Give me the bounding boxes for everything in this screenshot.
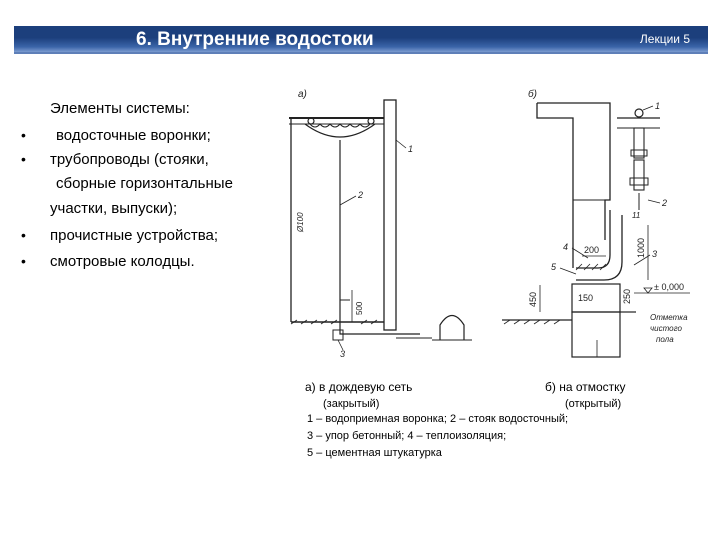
diagram-b-label: б) [528,88,537,100]
callout-2: 2 [357,190,363,200]
callout-1-leader [642,105,654,111]
bullet: • [21,127,26,143]
list-item-text: сборные горизонтальные [56,175,233,192]
wall-column [383,99,397,331]
foundation [571,311,621,358]
list-item-text: прочистные устройства; [50,227,219,244]
list-item: • смотровые колодцы. [0,252,290,276]
caption-a-title: а) в дождевую сеть [305,380,413,394]
funnel [304,123,376,138]
dim-pipe-diameter: Ø100 [296,212,305,233]
legend-line-3: 5 – цементная штукатурка [307,447,442,459]
callout-1: 1 [655,101,660,111]
outlet-pipe [339,328,420,335]
dim-450: 450 [528,292,538,307]
insulation-hatch [575,263,607,271]
elements-title: Элементы системы: [50,100,190,117]
diagram-a-label: а) [298,89,307,100]
callout-1-leader [395,139,407,149]
funnel-flange [367,117,375,125]
dim-200: 200 [584,245,599,255]
list-item-text: участки, выпуски); [50,200,178,217]
lecture-label: Лекции 5 [639,32,690,46]
caption-a-sub: (закрытый) [323,398,380,410]
callout-11: 11 [632,211,640,220]
callout-3-leader [633,254,651,266]
ground-hatch [503,319,561,325]
list-item-text: смотровые колодцы. [50,253,195,270]
list-item-text: трубопроводы (стояки, [50,151,209,168]
list-item: • трубопроводы (стояки, [0,150,290,174]
callout-2: 2 [661,198,667,208]
dim-500: 500 [355,301,364,315]
dim-150: 150 [578,293,593,303]
list-item-continuation: сборные горизонтальные [0,174,290,199]
diagram-b: б) 1 2 11 4 5 200 1000 [502,88,690,358]
pipe-socket [630,149,648,157]
list-item-text: водосточные воронки; [56,127,211,144]
legend-line-2: 3 – упор бетонный; 4 – теплоизоляция; [307,430,507,442]
dim-250: 250 [622,289,632,304]
wall-outline [537,102,611,128]
outlet-pipe [576,210,611,269]
pipe-socket [629,177,649,186]
callout-5-leader [559,267,577,275]
callout-3: 3 [340,349,345,359]
callout-1: 1 [408,144,413,154]
elements-list: • водосточные воронки; • трубопроводы (с… [0,126,290,276]
floor-mark-line-1: Отметка [650,313,688,322]
elevation-mark [643,287,653,294]
wall-outline [604,128,611,240]
floor-hatch [290,319,378,325]
funnel-flange [307,117,315,125]
floor-mark-line-3: пола [656,335,674,344]
callout-3: 3 [652,249,657,259]
list-item: • водосточные воронки; [0,126,290,150]
funnel-grate [309,123,371,128]
trap [332,329,344,341]
caption-b-title: б) на отмостку [545,380,626,394]
bullet: • [21,227,26,243]
list-item-continuation: участки, выпуски); [0,199,290,226]
outlet-pipe [576,215,623,281]
callout-2-leader [339,195,357,206]
callout-4: 4 [563,242,568,252]
header-bar: 6. Внутренние водостоки Лекции 5 [14,26,708,54]
inspection-well [439,314,465,340]
callout-3-leader [337,339,344,351]
legend-line-1: 1 – водоприемная воронка; 2 – стояк водо… [307,413,569,425]
wall-outline [536,103,574,268]
bullet: • [21,253,26,269]
floor-mark-line-2: чистого [650,324,682,333]
callout-2-leader [647,199,661,204]
page-title: 6. Внутренние водостоки [136,29,374,50]
list-item: • прочистные устройства; [0,226,290,252]
caption-b-sub: (открытый) [565,398,622,410]
callout-5: 5 [551,262,557,272]
funnel [634,108,644,118]
bullet: • [21,151,26,167]
diagram-a: а) 1 2 Ø100 500 [289,89,472,359]
riser-segment [633,127,645,159]
riser-segment [633,159,645,191]
elevation-value: ± 0,000 [654,282,684,292]
dim-1000: 1000 [636,238,646,258]
